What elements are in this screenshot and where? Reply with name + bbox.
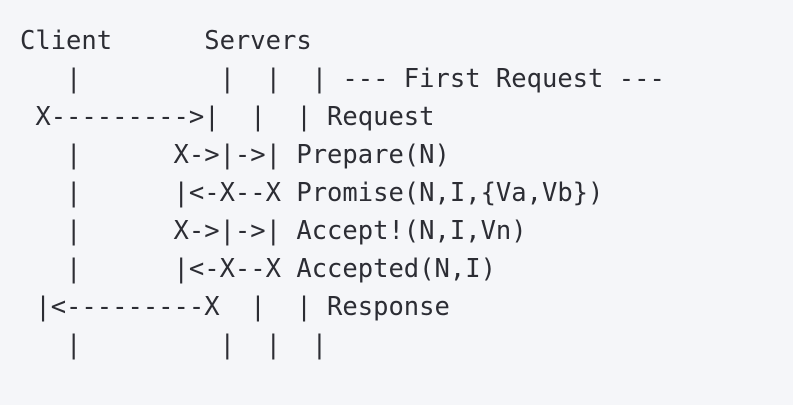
diagram-row-accepted: | |<-X--X Accepted(N,I) xyxy=(20,254,496,284)
diagram-row-client-request: X--------->| | | Request xyxy=(20,102,435,132)
diagram-row-promise: | |<-X--X Promise(N,I,{Va,Vb}) xyxy=(20,178,604,208)
diagram-row-first-request-banner: | | | | --- First Request --- xyxy=(20,64,665,94)
diagram-header-row: Client Servers xyxy=(20,26,312,56)
diagram-row-trailing-lifelines: | | | | xyxy=(20,330,328,360)
diagram-row-client-response: |<---------X | | Response xyxy=(20,292,450,322)
diagram-row-prepare: | X->|->| Prepare(N) xyxy=(20,140,450,170)
diagram-row-accept: | X->|->| Accept!(N,I,Vn) xyxy=(20,216,527,246)
ascii-art-block: Client Servers | | | | --- First Request… xyxy=(20,22,665,364)
